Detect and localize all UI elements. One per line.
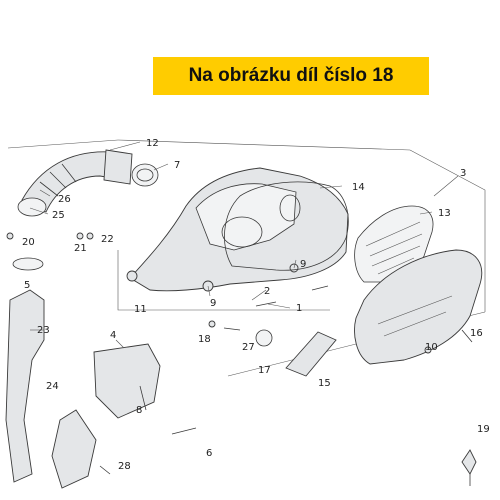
callout-15: 15 — [318, 378, 331, 389]
callout-1: 1 — [296, 303, 302, 314]
callout-10: 10 — [425, 342, 438, 353]
callout-2: 2 — [264, 286, 270, 297]
filter-cover-3 — [354, 249, 483, 365]
callout-7: 7 — [174, 160, 180, 171]
callout-8: 8 — [136, 405, 142, 416]
callout-16: 16 — [470, 328, 483, 339]
callout-6: 6 — [206, 448, 212, 459]
breather-tube-15 — [255, 329, 337, 377]
callout-17: 17 — [258, 365, 271, 376]
side-duct-23 — [5, 289, 45, 483]
callout-13: 13 — [438, 208, 451, 219]
lower-cover-24 — [51, 409, 97, 489]
gasket-14 — [224, 181, 349, 271]
clamp-7 — [131, 163, 159, 187]
callout-22: 22 — [101, 234, 114, 245]
callout-9a: 9 — [210, 298, 216, 309]
callout-5: 5 — [24, 280, 30, 291]
callout-27: 27 — [242, 342, 255, 353]
callout-20: 20 — [22, 237, 35, 248]
callout-4: 4 — [110, 330, 116, 341]
callout-9b: 9 — [300, 259, 306, 270]
intake-duct — [17, 149, 133, 217]
callout-28: 28 — [118, 461, 131, 472]
callout-23: 23 — [37, 325, 50, 336]
callout-3: 3 — [460, 168, 466, 179]
callout-18: 18 — [198, 334, 211, 345]
callout-24: 24 — [46, 381, 59, 392]
frame-left-group — [117, 139, 486, 312]
banner-text: Na obrázku díl číslo 18 — [188, 65, 394, 86]
callout-21: 21 — [74, 243, 87, 254]
part-number-banner: Na obrázku díl číslo 18 — [153, 57, 429, 95]
callout-26: 26 — [58, 194, 71, 205]
filter-housing-base — [126, 167, 349, 292]
callout-19: 19 — [477, 424, 490, 435]
screws-20-21-22 — [6, 232, 94, 240]
callout-11: 11 — [134, 304, 147, 315]
callout-12: 12 — [146, 138, 159, 149]
wing-bolt-19 — [461, 449, 477, 486]
leader-lines — [29, 141, 459, 349]
bracket-4 — [93, 343, 161, 419]
callout-labels: 1 2 3 4 5 6 7 8 9 9 10 11 12 13 14 15 16… — [22, 138, 490, 472]
fasteners — [99, 285, 473, 475]
hose-clamp-5 — [12, 257, 44, 271]
frame-left-group-vertical — [7, 139, 119, 149]
frame-middle-group — [117, 250, 330, 311]
callout-14: 14 — [352, 182, 365, 193]
callout-25: 25 — [52, 210, 65, 221]
